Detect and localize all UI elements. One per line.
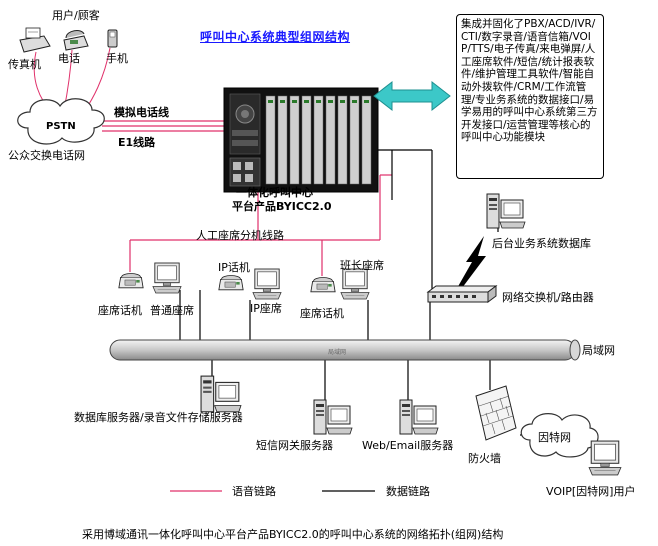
db-server-label: 数据库服务器/录音文件存储服务器 — [74, 411, 243, 424]
switch-router-label: 网络交换机/路由器 — [502, 291, 594, 304]
platform-label-line2: 平台产品BYICC2.0 — [232, 200, 332, 213]
legend-data-label: 数据链路 — [386, 485, 430, 498]
users-label: 用户/顾客 — [52, 9, 100, 22]
backend-db-label: 后台业务系统数据库 — [492, 237, 591, 250]
firewall-shape — [475, 385, 517, 441]
analog-line-label: 模拟电话线 — [114, 106, 169, 119]
double-arrow-shape — [373, 80, 451, 112]
switch-shape — [426, 285, 498, 303]
sms-gateway-label: 短信网关服务器 — [256, 439, 333, 452]
lan-pipe — [109, 339, 581, 361]
mobile-label: 手机 — [106, 52, 128, 65]
fax-label: 传真机 — [8, 58, 41, 71]
pstn-network-label: 公众交换电话网 — [8, 149, 85, 162]
phone-label: 电话 — [58, 52, 80, 65]
diagram-title: 呼叫中心系统典型组网结构 — [200, 30, 351, 44]
internet-cloud-shape — [520, 413, 599, 458]
pstn-cloud-shape — [17, 98, 105, 145]
e1-line-label: E1线路 — [118, 136, 156, 149]
mobile-phone-shape — [107, 29, 118, 48]
internet-label: 因特网 — [538, 431, 571, 444]
pstn-label: PSTN — [46, 121, 76, 132]
normal-seat-label: 普通座席 — [150, 304, 194, 317]
desk-phone-shape — [63, 30, 89, 51]
legend-voice-label: 语音链路 — [232, 485, 276, 498]
ip-seat-label: IP座席 — [250, 302, 282, 315]
fax-machine-shape — [19, 27, 51, 53]
platform-cabinet-shape — [223, 87, 379, 193]
function-info-box: 集成并固化了PBX/ACD/IVR/CTI/数字录音/语音信箱/VOIP/TTS… — [456, 14, 604, 179]
lan-label: 局域网 — [582, 344, 615, 357]
firewall-label: 防火墙 — [468, 452, 501, 465]
diagram-caption: 采用博域通讯一体化呼叫中心平台产品BYICC2.0的呼叫中心系统的网络拓扑(组网… — [82, 528, 504, 541]
platform-label-line1: 一体化呼叫中心 — [236, 186, 313, 199]
agent-phone-label-1: 座席话机 — [98, 304, 142, 317]
lan-pipe-label: 局域网 — [328, 349, 347, 356]
web-email-label: Web/Email服务器 — [362, 439, 454, 452]
ip-phone-label: IP话机 — [218, 261, 250, 274]
voip-user-label: VOIP[因特网]用户 — [546, 485, 636, 498]
team-leader-seat-label: 班长座席 — [340, 259, 384, 272]
agent-phone-label-2: 座席话机 — [300, 307, 344, 320]
agent-branch-label: 人工座席分机线路 — [196, 229, 284, 242]
